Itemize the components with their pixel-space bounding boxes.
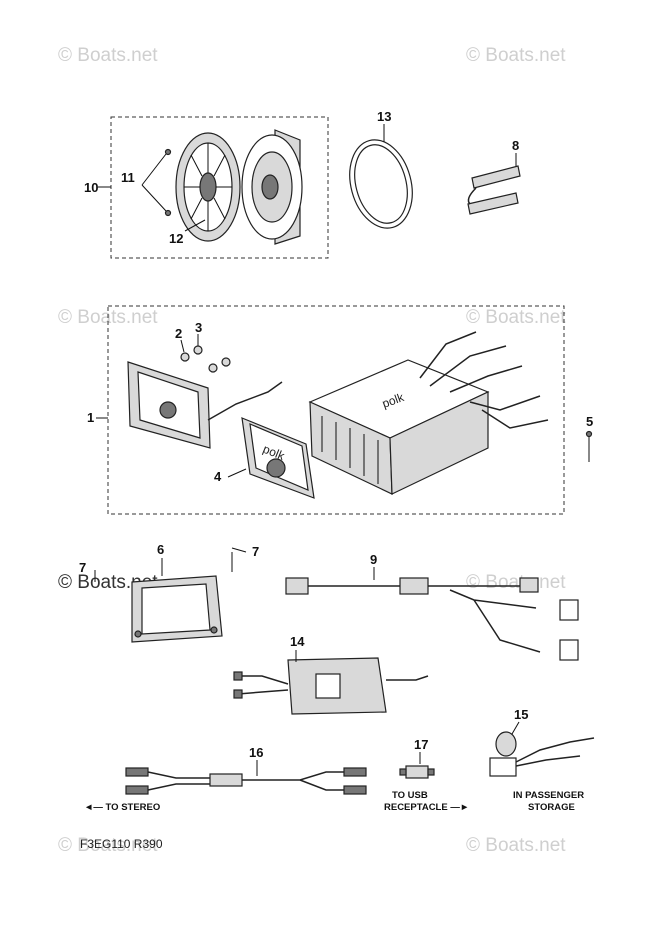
control-head-front: polk: [241, 417, 315, 499]
callout-13: 13: [377, 109, 391, 124]
cable-9: [285, 577, 579, 661]
figure-code: F3EG110 R390: [80, 837, 163, 851]
screws: [164, 148, 172, 217]
callout-4: 4: [214, 469, 222, 484]
stereo-kit-boundary: [107, 305, 565, 515]
callout-3: 3: [195, 320, 202, 335]
note-passenger-1: IN PASSENGER: [513, 790, 584, 801]
callout-7a: 7: [79, 560, 86, 575]
note-to-stereo: ◄— TO STEREO: [84, 802, 160, 813]
amplifier-unit: polk: [308, 359, 490, 495]
callout-7b: 7: [252, 544, 259, 559]
watermark: © Boats.net: [466, 572, 566, 593]
speaker: [241, 129, 303, 245]
callout-17: 17: [414, 737, 428, 752]
usb-receptacle: [489, 731, 595, 777]
amplifier-box: [233, 657, 429, 715]
callout-2: 2: [175, 326, 182, 341]
watermark: © Boats.net: [466, 45, 566, 66]
note-to-usb-2: RECEPTACLE —►: [384, 802, 469, 813]
usb-adapter: [399, 765, 435, 779]
watermark: © Boats.net: [466, 307, 566, 328]
control-head-bezel: [127, 361, 211, 449]
callout-1: 1: [87, 410, 94, 425]
callout-15: 15: [514, 707, 528, 722]
callout-9: 9: [370, 552, 377, 567]
callout-12: 12: [169, 231, 183, 246]
callout-16: 16: [249, 745, 263, 760]
usb-module: [131, 575, 223, 643]
callout-8: 8: [512, 138, 519, 153]
callout-10: 10: [84, 180, 98, 195]
callout-11: 11: [121, 170, 135, 185]
note-to-usb-1: TO USB: [392, 790, 428, 801]
rca-cable: [125, 767, 367, 795]
speaker-grille: [175, 132, 241, 242]
callout-5: 5: [586, 414, 593, 429]
note-passenger-2: STORAGE: [528, 802, 575, 813]
gasket-ring: [349, 139, 413, 229]
watermark: © Boats.net: [58, 835, 158, 856]
watermark: © Boats.net: [466, 835, 566, 856]
watermark: © Boats.net: [58, 45, 158, 66]
callout-14: 14: [290, 634, 305, 649]
harness: [467, 165, 521, 215]
nuts: [180, 345, 231, 373]
callout-6: 6: [157, 542, 164, 557]
